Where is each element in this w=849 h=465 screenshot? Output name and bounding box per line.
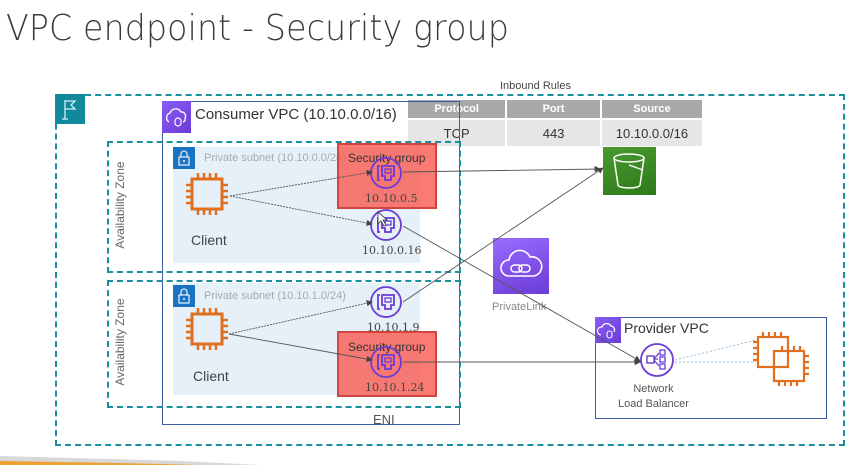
s3-bucket-icon xyxy=(603,147,656,195)
connector-line xyxy=(402,167,604,303)
column-header: Protocol xyxy=(408,100,506,118)
availability-zone-1 xyxy=(107,141,461,273)
vpc-cloud-icon xyxy=(595,317,621,343)
nlb-label-line2: Load Balancer xyxy=(618,398,689,410)
footer-stripe xyxy=(0,456,260,465)
security-group-box[interactable] xyxy=(337,143,437,209)
client-label: Client xyxy=(191,232,227,248)
client-label: Client xyxy=(193,368,229,384)
eni-ip-label: 10.10.0.16 xyxy=(362,244,422,257)
provider-vpc-label: Provider VPC xyxy=(624,320,709,336)
table-cell-source: 10.10.0.0/16 xyxy=(601,120,702,146)
lock-icon xyxy=(173,147,195,169)
privatelink-icon xyxy=(493,238,549,294)
nlb-label-line1: Network xyxy=(633,383,674,395)
eni-ip-label: 10.10.1.9 xyxy=(367,321,420,334)
ec2-instances-icon xyxy=(752,330,814,393)
inbound-rules-title: Inbound Rules xyxy=(500,80,571,92)
provider-vpc-box xyxy=(595,317,827,419)
connector-line xyxy=(229,195,373,227)
connector-line xyxy=(229,169,373,197)
connector-line xyxy=(402,225,641,362)
privatelink-label: PrivateLink xyxy=(492,301,547,313)
eni-ip-label: 10.10.1.24 xyxy=(365,381,425,394)
page-title: VPC endpoint - Security group xyxy=(6,8,510,49)
security-group-box[interactable] xyxy=(337,331,437,397)
column-header: Source xyxy=(601,100,702,118)
connector-line xyxy=(228,333,373,363)
eni-label: ENI xyxy=(373,412,395,427)
inbound-rules-table: Protocol Port Source TCP 443 10.10.0.0/1… xyxy=(406,98,704,148)
table-row: TCP 443 10.10.0.0/16 xyxy=(408,120,702,146)
vpc-cloud-icon xyxy=(162,101,191,133)
table-header-row: Protocol Port Source xyxy=(408,100,702,118)
connector-line xyxy=(402,165,601,173)
column-header: Port xyxy=(507,100,600,118)
lock-icon xyxy=(173,285,195,307)
flag-icon xyxy=(55,94,85,124)
ec2-instance-icon xyxy=(184,305,230,360)
availability-zone-2 xyxy=(107,280,461,408)
consumer-vpc-label: Consumer VPC (10.10.0.0/16) xyxy=(195,106,397,123)
table-cell-port: 443 xyxy=(507,120,600,146)
region-boundary xyxy=(55,94,845,446)
subnet-label: Private subnet (10.10.0.0/24) xyxy=(204,152,346,164)
network-load-balancer-icon xyxy=(639,342,675,383)
connector-line xyxy=(674,339,757,361)
connector-line xyxy=(228,300,373,335)
mouse-cursor-icon xyxy=(377,211,389,227)
ec2-instance-icon xyxy=(184,170,230,225)
eni-ip-label: 10.10.0.5 xyxy=(365,192,418,205)
subnet-label: Private subnet (10.10.1.0/24) xyxy=(204,290,346,302)
